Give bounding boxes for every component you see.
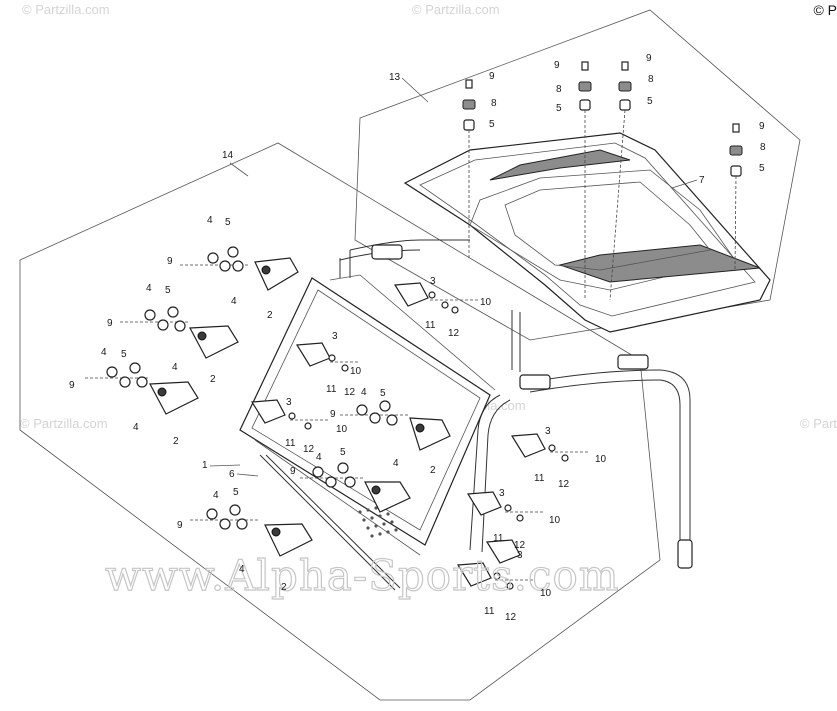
callout-13: 13: [389, 72, 401, 83]
callout-4: 4: [133, 422, 139, 433]
callout-12: 12: [448, 328, 460, 339]
callout-9: 9: [489, 71, 495, 82]
callout-3: 3: [545, 426, 551, 437]
callout-9: 9: [330, 409, 336, 420]
roof-assembly-boundary: [354, 9, 801, 341]
callout-10: 10: [480, 297, 492, 308]
callout-4: 4: [146, 283, 152, 294]
callout-9: 9: [107, 318, 113, 329]
callout-9: 9: [167, 256, 173, 267]
callout-5: 5: [556, 103, 562, 114]
callout-10: 10: [540, 588, 552, 599]
callout-4: 4: [393, 458, 399, 469]
callout-5: 5: [647, 96, 653, 107]
callout-11: 11: [534, 473, 545, 484]
callout-2: 2: [173, 436, 179, 447]
copyright-corner: © P: [813, 2, 837, 18]
callout-8: 8: [760, 142, 766, 153]
callout-4: 4: [101, 347, 107, 358]
callout-3: 3: [286, 397, 292, 408]
partzilla-watermark: © Partzilla.com: [800, 416, 837, 431]
door-vent: [358, 504, 398, 538]
callout-8: 8: [648, 74, 654, 85]
door-fasteners: [85, 246, 410, 530]
callout-4: 4: [213, 490, 219, 501]
partzilla-watermark: © Partzilla.com: [22, 2, 110, 17]
partzilla-watermark: © Partzilla.com: [20, 416, 108, 431]
callout-9: 9: [69, 380, 75, 391]
callout-5: 5: [233, 487, 239, 498]
callout-8: 8: [556, 84, 562, 95]
callout-4: 4: [361, 387, 367, 398]
callout-3: 3: [332, 331, 338, 342]
callout-5: 5: [489, 119, 495, 130]
callout-2: 2: [267, 310, 273, 321]
callout-2: 2: [281, 582, 287, 593]
callout-12: 12: [303, 444, 315, 455]
callout-4: 4: [207, 215, 213, 226]
callout-labels: 1 6 13 14 7 9 8 5 9 8 5 9 8 5 9 8 5 4 5 …: [69, 53, 766, 623]
callout-10: 10: [549, 515, 561, 526]
callout-4: 4: [316, 452, 322, 463]
callout-3: 3: [499, 488, 505, 499]
callout-5: 5: [165, 285, 171, 296]
roof-panel: [403, 132, 771, 333]
callout-6: 6: [229, 469, 235, 480]
callout-12: 12: [558, 479, 570, 490]
roll-bar-frame: [339, 239, 693, 569]
callout-5: 5: [121, 349, 127, 360]
callout-11: 11: [484, 606, 495, 617]
latch-brackets: [250, 282, 546, 587]
callout-12: 12: [344, 387, 356, 398]
callout-8: 8: [491, 98, 497, 109]
callout-14: 14: [222, 150, 234, 161]
callout-11: 11: [493, 533, 504, 544]
callout-7: 7: [699, 175, 705, 186]
callout-5: 5: [340, 447, 346, 458]
callout-3: 3: [517, 550, 523, 561]
callout-4: 4: [239, 564, 245, 575]
roof-fasteners: [462, 61, 743, 301]
callout-9: 9: [646, 53, 652, 64]
callout-11: 11: [425, 320, 436, 331]
callout-2: 2: [210, 374, 216, 385]
door-assembly-boundary: [19, 142, 661, 701]
callout-5: 5: [225, 217, 231, 228]
callout-5: 5: [759, 163, 765, 174]
callout-4: 4: [231, 296, 237, 307]
callout-11: 11: [326, 384, 337, 395]
callout-1: 1: [202, 460, 208, 471]
callout-10: 10: [595, 454, 607, 465]
callout-10: 10: [350, 366, 362, 377]
callout-9: 9: [290, 466, 296, 477]
callout-12: 12: [505, 612, 517, 623]
callout-4: 4: [172, 362, 178, 373]
callout-9: 9: [177, 520, 183, 531]
hinge-brackets: [149, 257, 451, 557]
callout-10: 10: [336, 424, 348, 435]
callout-5: 5: [380, 388, 386, 399]
alpha-sports-watermark: www.Alpha-Sports.com: [105, 551, 620, 600]
callout-9: 9: [759, 121, 765, 132]
callout-2: 2: [430, 465, 436, 476]
callout-3: 3: [430, 276, 436, 287]
partzilla-watermark: © Partzilla.com: [412, 2, 500, 17]
callout-12: 12: [514, 540, 526, 551]
latch-hardware: [288, 291, 590, 590]
callout-11: 11: [285, 438, 296, 449]
callout-9: 9: [554, 60, 560, 71]
